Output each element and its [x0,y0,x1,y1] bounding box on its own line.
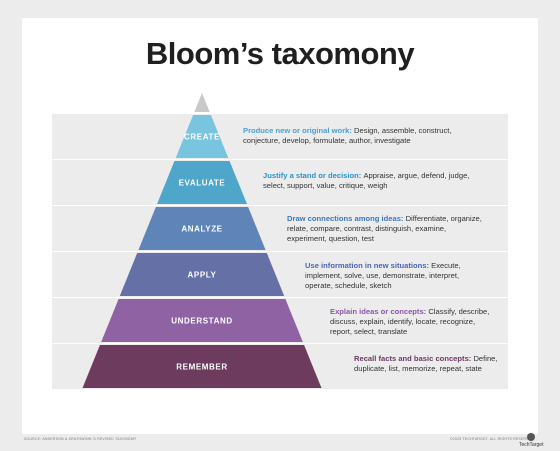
level-description-line: Classify, describe, [428,307,490,316]
level-description-line: report, select, translate [330,327,408,336]
level-description-line: Execute, [431,261,461,270]
pyramid-level-understand [101,299,303,342]
level-label-create: CREATE [184,133,220,142]
level-label-understand: UNDERSTAND [171,317,232,326]
footer-copyright: ©2023 TECHTARGET. ALL RIGHTS RESERVED [450,437,534,441]
level-band-analyze [52,206,508,251]
level-description-lead: Recall facts and basic concepts: [354,354,474,363]
level-description-remember: Recall facts and basic concepts: Define,… [354,354,498,374]
level-description-apply: Use information in new situations: Execu… [305,261,461,291]
pyramid-level-create [175,115,229,158]
logo-mark-icon [527,433,536,441]
level-description-line: Design, assemble, construct, [353,126,452,135]
level-label-remember: REMEMBER [176,363,227,372]
pyramid-apex [194,93,210,112]
level-description-line: experiment, question, test [287,234,374,243]
level-description-lead: Explain ideas or concepts: [330,307,429,316]
level-description-evaluate: Justify a stand or decision: Appraise, a… [263,171,469,191]
level-description-analyze: Draw connections among ideas: Differenti… [287,214,482,244]
pyramid-level-analyze [138,207,266,250]
level-band-create [52,114,508,159]
level-label-evaluate: EVALUATE [179,179,226,188]
page-title: Bloom’s taxomony [145,36,415,71]
level-description-line: discuss, explain, identify, locate, reco… [330,317,476,326]
level-description-lead: Use information in new situations: [305,261,432,270]
level-description-lead: Draw connections among ideas: [287,214,406,223]
level-band-evaluate [52,160,508,205]
level-description-line: conjecture, develop, formulate, author, … [243,136,411,145]
footer-source: SOURCE: ANDERSON & KRATHWOHL'S REVISED T… [24,437,137,441]
level-description-line: duplicate, list, memorize, repeat, state [354,364,482,373]
pyramid-level-remember [82,345,322,388]
level-description-line: select, support, value, critique, weigh [263,181,388,190]
level-label-apply: APPLY [188,271,217,280]
level-description-create: Produce new or original work: Design, as… [243,126,451,146]
level-description-line: implement, solve, use, demonstrate, inte… [305,271,460,280]
level-description-line: relate, compare, contrast, distinguish, … [287,224,447,233]
logo-text: TechTarget [519,442,544,448]
pyramid-level-apply [119,253,285,296]
level-description-line: Differentiate, organize, [405,214,482,223]
level-description-lead: Justify a stand or decision: [263,171,364,180]
level-description-lead: Produce new or original work: [243,126,354,135]
level-label-analyze: ANALYZE [181,225,222,234]
level-description-understand: Explain ideas or concepts: Classify, des… [330,307,489,337]
level-description-line: operate, schedule, sketch [305,281,392,290]
level-description-line: Appraise, argue, defend, judge, [363,171,470,180]
level-description-line: Define, [473,354,498,363]
pyramid-level-evaluate [157,161,247,204]
techtarget-logo: TechTarget [519,433,543,448]
